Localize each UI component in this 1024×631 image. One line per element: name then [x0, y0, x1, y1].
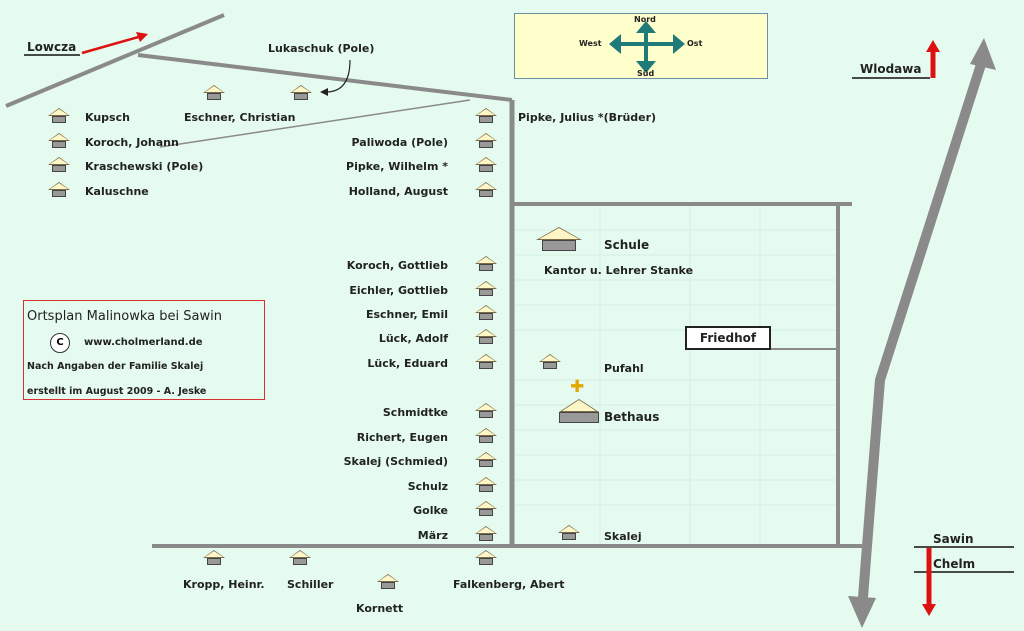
compass-west: West	[579, 39, 602, 48]
house-icon	[475, 329, 497, 345]
house-icon	[475, 256, 497, 272]
label-schmidtke: Schmidtke	[382, 406, 448, 419]
label-golke: Golke	[413, 504, 448, 517]
house-icon	[48, 182, 70, 198]
house-icon	[539, 354, 561, 370]
house-icon	[475, 526, 497, 542]
label-richert: Richert, Eugen	[356, 431, 448, 444]
compass-north: Nord	[634, 15, 656, 24]
label-schulz: Schulz	[407, 480, 448, 493]
road-lowcza	[5, 13, 225, 108]
label-schule: Schule	[604, 238, 650, 252]
house-icon	[475, 108, 497, 124]
friedhof-label: Friedhof	[685, 326, 771, 350]
house-icon	[475, 403, 497, 419]
house-icon	[48, 108, 70, 124]
cross-icon: ✚	[570, 377, 585, 397]
label-eichler: Eichler, Gottlieb	[349, 284, 448, 297]
legend-website: www.cholmerland.de	[84, 337, 203, 348]
label-kornett: Kornett	[356, 602, 404, 615]
compass: Nord Süd West Ost	[514, 13, 768, 79]
label-pipke-wilhelm: Pipke, Wilhelm *	[346, 160, 448, 173]
house-icon	[475, 477, 497, 493]
church-icon	[559, 399, 599, 425]
label-pufahl: Pufahl	[604, 362, 644, 375]
compass-east: Ost	[687, 39, 703, 48]
dest-lowcza: Lowcza	[27, 40, 77, 54]
label-skalej-schmied: Skalej (Schmied)	[343, 455, 448, 468]
dest-wlodawa: Wlodawa	[860, 62, 922, 76]
school-icon	[536, 227, 582, 253]
house-icon	[48, 133, 70, 149]
label-lueck-eduard: Lück, Eduard	[367, 357, 448, 370]
label-kropp: Kropp, Heinr.	[183, 578, 265, 591]
label-kupsch: Kupsch	[85, 111, 130, 124]
dest-sawin: Sawin	[933, 532, 974, 546]
house-icon	[475, 550, 497, 566]
house-icon	[48, 157, 70, 173]
label-lueck-adolf: Lück, Adolf	[378, 332, 448, 345]
house-icon	[289, 550, 311, 566]
house-icon	[475, 133, 497, 149]
house-icon	[475, 354, 497, 370]
house-icon	[558, 525, 580, 541]
house-icon	[475, 157, 497, 173]
label-holland: Holland, August	[348, 185, 448, 198]
legend-line1: Nach Angaben der Familie Skalej	[27, 361, 204, 372]
road-branch	[159, 99, 471, 148]
house-icon	[475, 182, 497, 198]
dest-chelm: Chelm	[933, 557, 976, 571]
label-lukaschuk: Lukaschuk (Pole)	[268, 42, 375, 55]
label-koroch-johann: Koroch, Johann	[85, 136, 179, 149]
label-bethaus: Bethaus	[604, 410, 660, 424]
road-wlodawa-chelm	[857, 53, 989, 611]
label-koroch-gottlieb: Koroch, Gottlieb	[346, 259, 448, 272]
house-icon	[475, 452, 497, 468]
house-icon	[475, 428, 497, 444]
house-icon	[203, 85, 225, 101]
house-icon	[377, 574, 399, 590]
label-eschner-emil: Eschner, Emil	[365, 308, 448, 321]
house-icon	[290, 85, 312, 101]
label-maerz: März	[417, 529, 448, 542]
legend-line2: erstellt im August 2009 - A. Jeske	[27, 386, 207, 397]
house-icon	[475, 305, 497, 321]
road-north	[137, 53, 513, 102]
copyright-icon: C	[50, 333, 70, 353]
label-schiller: Schiller	[287, 578, 334, 591]
house-icon	[475, 281, 497, 297]
label-falkenberg: Falkenberg, Abert	[453, 578, 565, 591]
compass-arrows-icon	[609, 21, 685, 73]
label-eschner-christian: Eschner, Christian	[184, 111, 296, 124]
house-icon	[203, 550, 225, 566]
label-skalej: Skalej	[604, 530, 642, 543]
house-icon	[475, 501, 497, 517]
label-paliwoda: Paliwoda (Pole)	[351, 136, 448, 149]
label-kraschewski: Kraschewski (Pole)	[85, 160, 204, 173]
label-pipke-julius: Pipke, Julius *(Brüder)	[518, 111, 657, 124]
legend-title: Ortsplan Malinowka bei Sawin	[27, 309, 222, 324]
label-kaluschne: Kaluschne	[85, 185, 149, 198]
compass-south: Süd	[637, 69, 655, 78]
legend-box: Ortsplan Malinowka bei Sawin C www.cholm…	[23, 300, 265, 400]
label-schule-note: Kantor u. Lehrer Stanke	[544, 264, 694, 277]
